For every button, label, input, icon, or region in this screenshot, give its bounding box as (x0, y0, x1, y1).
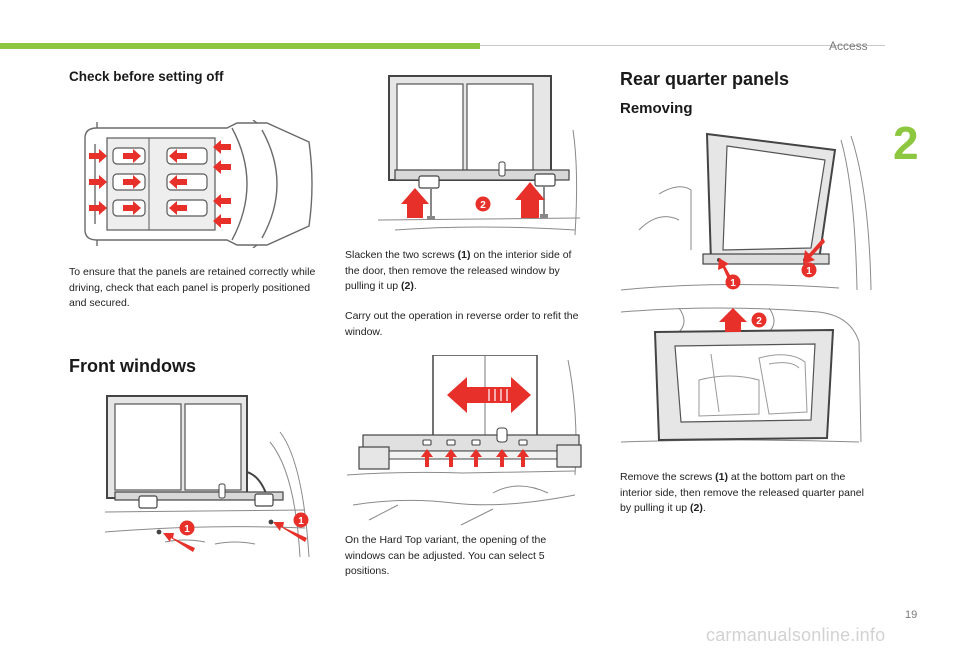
figure-window-removal: 2 (375, 70, 587, 238)
figure-hardtop-window-positions (343, 355, 583, 527)
heading-removing: Removing (620, 100, 693, 117)
heading-rear-quarter-panels: Rear quarter panels (620, 69, 790, 89)
para-hardtop: On the Hard Top variant, the opening of … (345, 534, 547, 577)
callout-2-window: 2 (480, 200, 486, 211)
callout-2-rear: 2 (756, 316, 762, 327)
watermark: carmanualsonline.info (706, 625, 886, 645)
header-rule (480, 45, 885, 46)
figure-front-window-screws: 1 1 (95, 392, 317, 560)
figure-rear-panel-lift: 2 (619, 302, 875, 458)
para-check-panels: To ensure that the panels are retained c… (69, 266, 316, 309)
chapter-number: 2 (893, 117, 919, 169)
header-accent-bar (0, 43, 480, 49)
figure-vehicle-top-view (77, 120, 317, 248)
callout-1-rear-a: 1 (730, 278, 736, 289)
callout-1-front-a: 1 (184, 524, 190, 535)
callout-1-rear-b: 1 (806, 266, 812, 277)
para-refit: Carry out the operation in reverse order… (345, 310, 579, 338)
figure-rear-panel-screws: 1 1 (619, 130, 875, 300)
heading-check-before-setting-off: Check before setting off (69, 69, 224, 84)
callout-1-front-b: 1 (298, 516, 304, 527)
heading-front-windows: Front windows (69, 356, 196, 376)
para-remove-screws: Remove the screws (1) at the bottom part… (620, 471, 864, 514)
para-slacken-screws: Slacken the two screws (1) on the interi… (345, 249, 572, 292)
section-label: Access (829, 39, 868, 53)
page-number: 19 (905, 609, 918, 621)
